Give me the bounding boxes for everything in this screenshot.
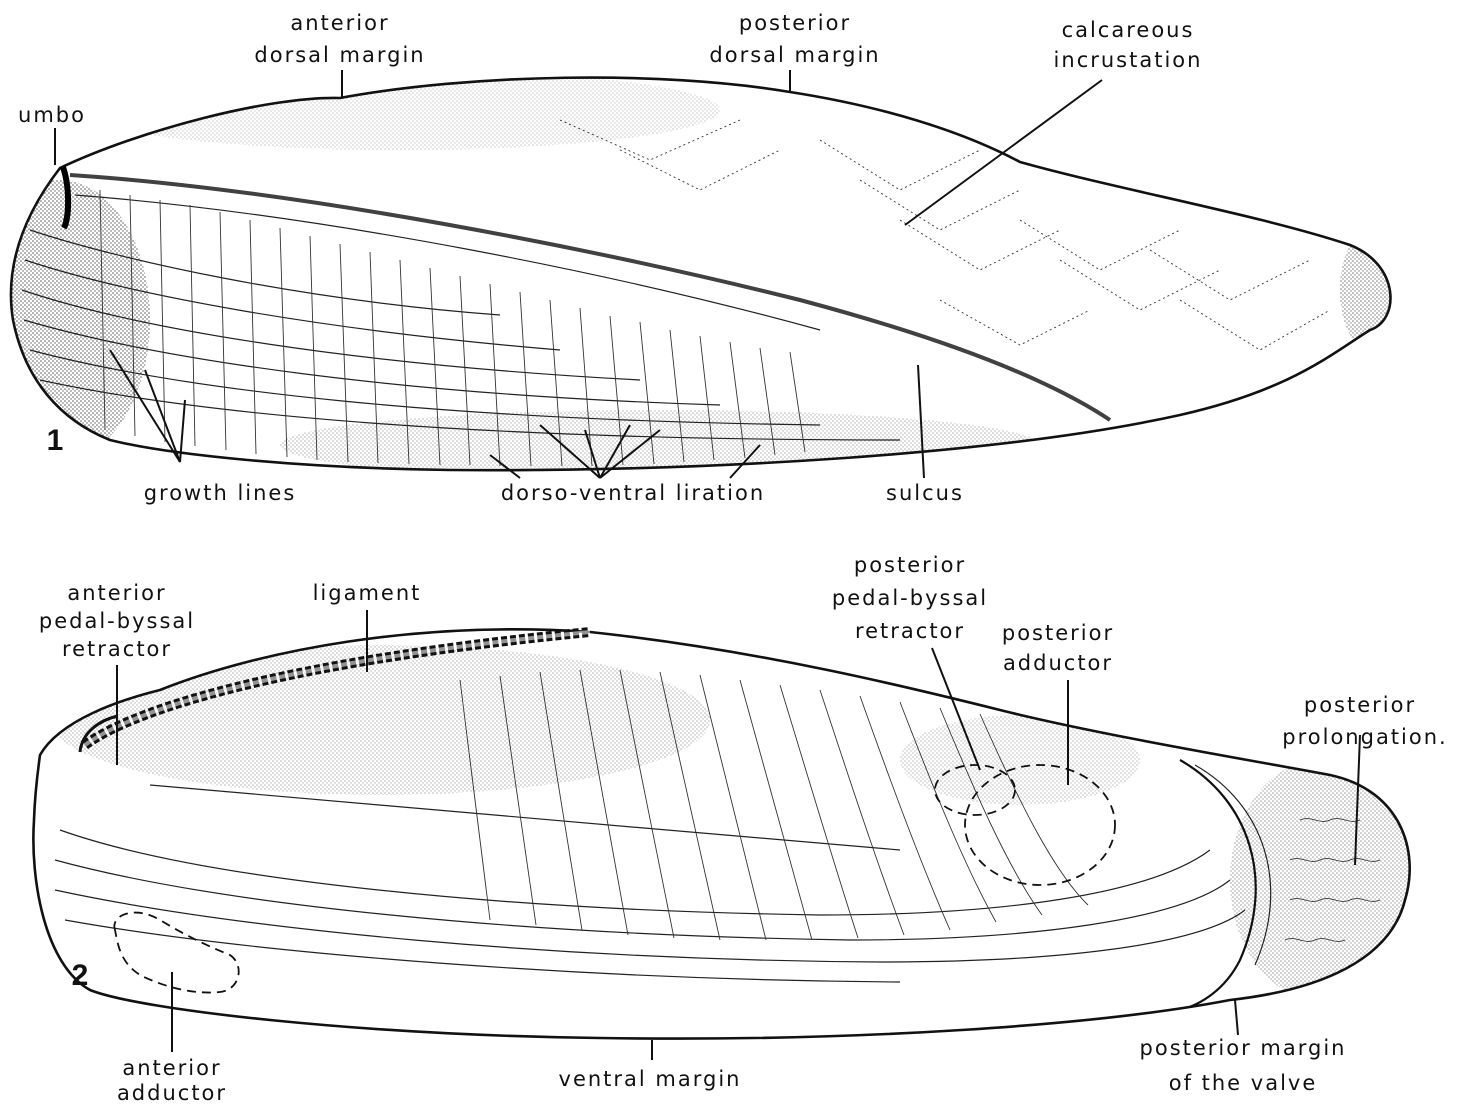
label-sulcus: sulcus — [886, 481, 964, 505]
svg-text:retractor: retractor — [62, 637, 172, 661]
svg-text:ligament: ligament — [313, 581, 422, 605]
label-anterior-dorsal-margin: anterior dorsal margin — [254, 11, 425, 67]
svg-text:prolongation.: prolongation. — [1282, 725, 1447, 749]
label-posterior-adductor: posterior adductor — [1002, 621, 1114, 675]
anterior-adductor-scar — [114, 913, 238, 993]
svg-text:dorso-ventral liration: dorso-ventral liration — [501, 481, 765, 505]
label-dorso-ventral-liration: dorso-ventral liration — [501, 481, 765, 505]
label-anterior-pedal-byssal-retractor: anterior pedal-byssal retractor — [39, 581, 195, 661]
svg-text:sulcus: sulcus — [886, 481, 964, 505]
svg-text:ventral margin: ventral margin — [559, 1067, 742, 1091]
svg-text:posterior: posterior — [1304, 693, 1416, 717]
figure-number-1: 1 — [47, 424, 64, 457]
svg-text:posterior: posterior — [739, 11, 851, 35]
svg-text:pedal-byssal: pedal-byssal — [832, 586, 988, 610]
svg-text:anterior: anterior — [67, 581, 166, 605]
svg-text:posterior margin: posterior margin — [1140, 1036, 1347, 1060]
label-ventral-margin: ventral margin — [559, 1067, 742, 1091]
svg-text:of the valve: of the valve — [1169, 1071, 1318, 1095]
label-ligament: ligament — [313, 581, 422, 605]
svg-text:posterior: posterior — [1002, 621, 1114, 645]
leader-lines — [55, 70, 1360, 1060]
figure-2-shell — [33, 629, 1410, 1038]
svg-text:calcareous: calcareous — [1062, 18, 1195, 42]
label-posterior-prolongation: posterior prolongation. — [1282, 693, 1447, 749]
svg-text:anterior: anterior — [290, 11, 389, 35]
svg-text:dorsal margin: dorsal margin — [254, 43, 425, 67]
figure-number-2: 2 — [72, 959, 89, 992]
svg-text:umbo: umbo — [18, 103, 86, 127]
label-growth-lines: growth lines — [144, 481, 297, 505]
label-calcareous-incrustation: calcareous incrustation — [1054, 18, 1203, 72]
svg-text:retractor: retractor — [855, 619, 965, 643]
svg-text:dorsal margin: dorsal margin — [709, 43, 880, 67]
label-anterior-adductor: anterior adductor — [117, 1056, 227, 1105]
svg-text:incrustation: incrustation — [1054, 48, 1203, 72]
label-umbo: umbo — [18, 103, 86, 127]
svg-text:growth lines: growth lines — [144, 481, 297, 505]
label-posterior-margin-of-valve: posterior margin of the valve — [1140, 1036, 1347, 1095]
svg-text:pedal-byssal: pedal-byssal — [39, 609, 195, 633]
label-posterior-pedal-byssal-retractor: posterior pedal-byssal retractor — [832, 553, 988, 643]
svg-text:adductor: adductor — [117, 1081, 227, 1105]
svg-text:anterior: anterior — [122, 1056, 221, 1080]
svg-text:posterior: posterior — [854, 553, 966, 577]
svg-text:adductor: adductor — [1003, 651, 1113, 675]
label-posterior-dorsal-margin: posterior dorsal margin — [709, 11, 880, 67]
figure-1-shell — [0, 70, 1400, 480]
